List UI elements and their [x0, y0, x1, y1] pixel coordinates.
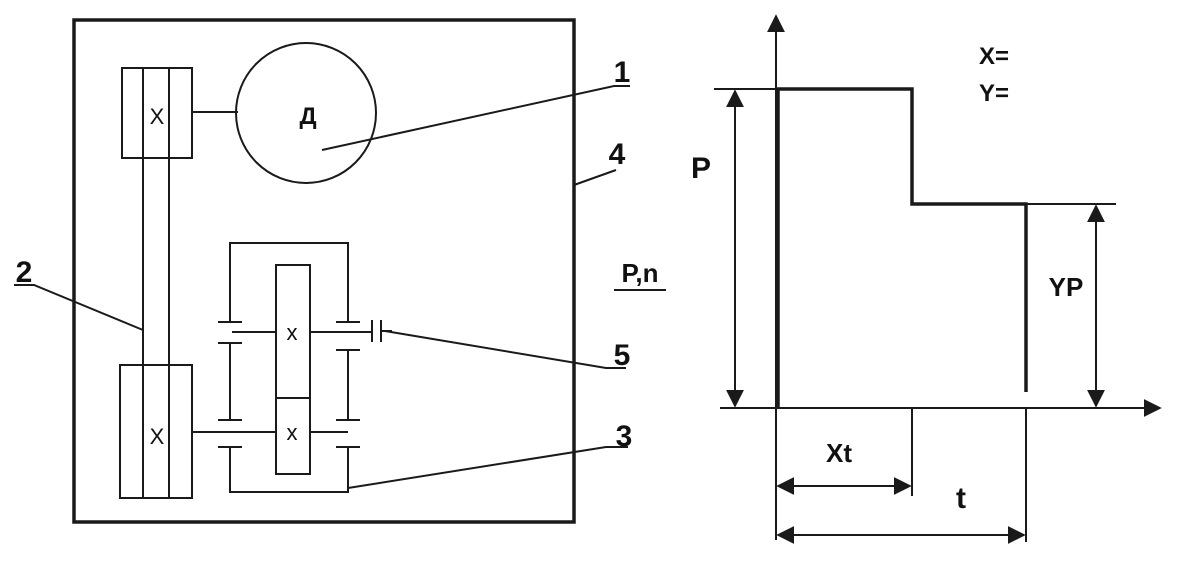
- power-speed-label: P,n: [621, 258, 658, 288]
- drive-gear-mark: x: [287, 420, 298, 445]
- callout-4: 4: [609, 138, 626, 171]
- gearbox: x x: [218, 242, 392, 493]
- label-P: P: [691, 152, 711, 185]
- x-equals-label: X=: [979, 43, 1009, 70]
- y-equals-label: Y=: [979, 80, 1009, 107]
- driven-gear: [275, 264, 311, 399]
- drive-gear: [275, 397, 311, 475]
- label-YP: YP: [1049, 272, 1084, 302]
- label-Xt: Xt: [826, 438, 852, 468]
- motor: Д: [235, 42, 377, 184]
- callout-2: 2: [16, 256, 33, 289]
- gearbox-housing-top: [229, 242, 349, 322]
- lower-pulley-mark: X: [150, 424, 165, 449]
- leader-4: [573, 169, 617, 186]
- leader-3: [347, 446, 628, 489]
- gearbox-housing-bottom: [229, 447, 349, 493]
- leader-1: [321, 85, 630, 151]
- motor-circle: [235, 42, 377, 184]
- belt-drive: X X: [119, 67, 238, 499]
- callout-5: 5: [614, 339, 631, 372]
- load-graph: X= Y= P YP Xt t: [691, 14, 1162, 544]
- label-t: t: [956, 482, 966, 515]
- callout-3: 3: [616, 420, 633, 453]
- leader-5: [384, 330, 626, 369]
- leader-2: [14, 284, 144, 331]
- driven-gear-mark: x: [287, 320, 298, 345]
- upper-pulley-mark: X: [150, 104, 165, 129]
- frame-4: [72, 18, 576, 524]
- load-step-curve: [776, 87, 1028, 408]
- callout-1: 1: [614, 56, 631, 89]
- motor-symbol: Д: [299, 103, 316, 130]
- kinematic-scheme: X X Д: [14, 18, 666, 524]
